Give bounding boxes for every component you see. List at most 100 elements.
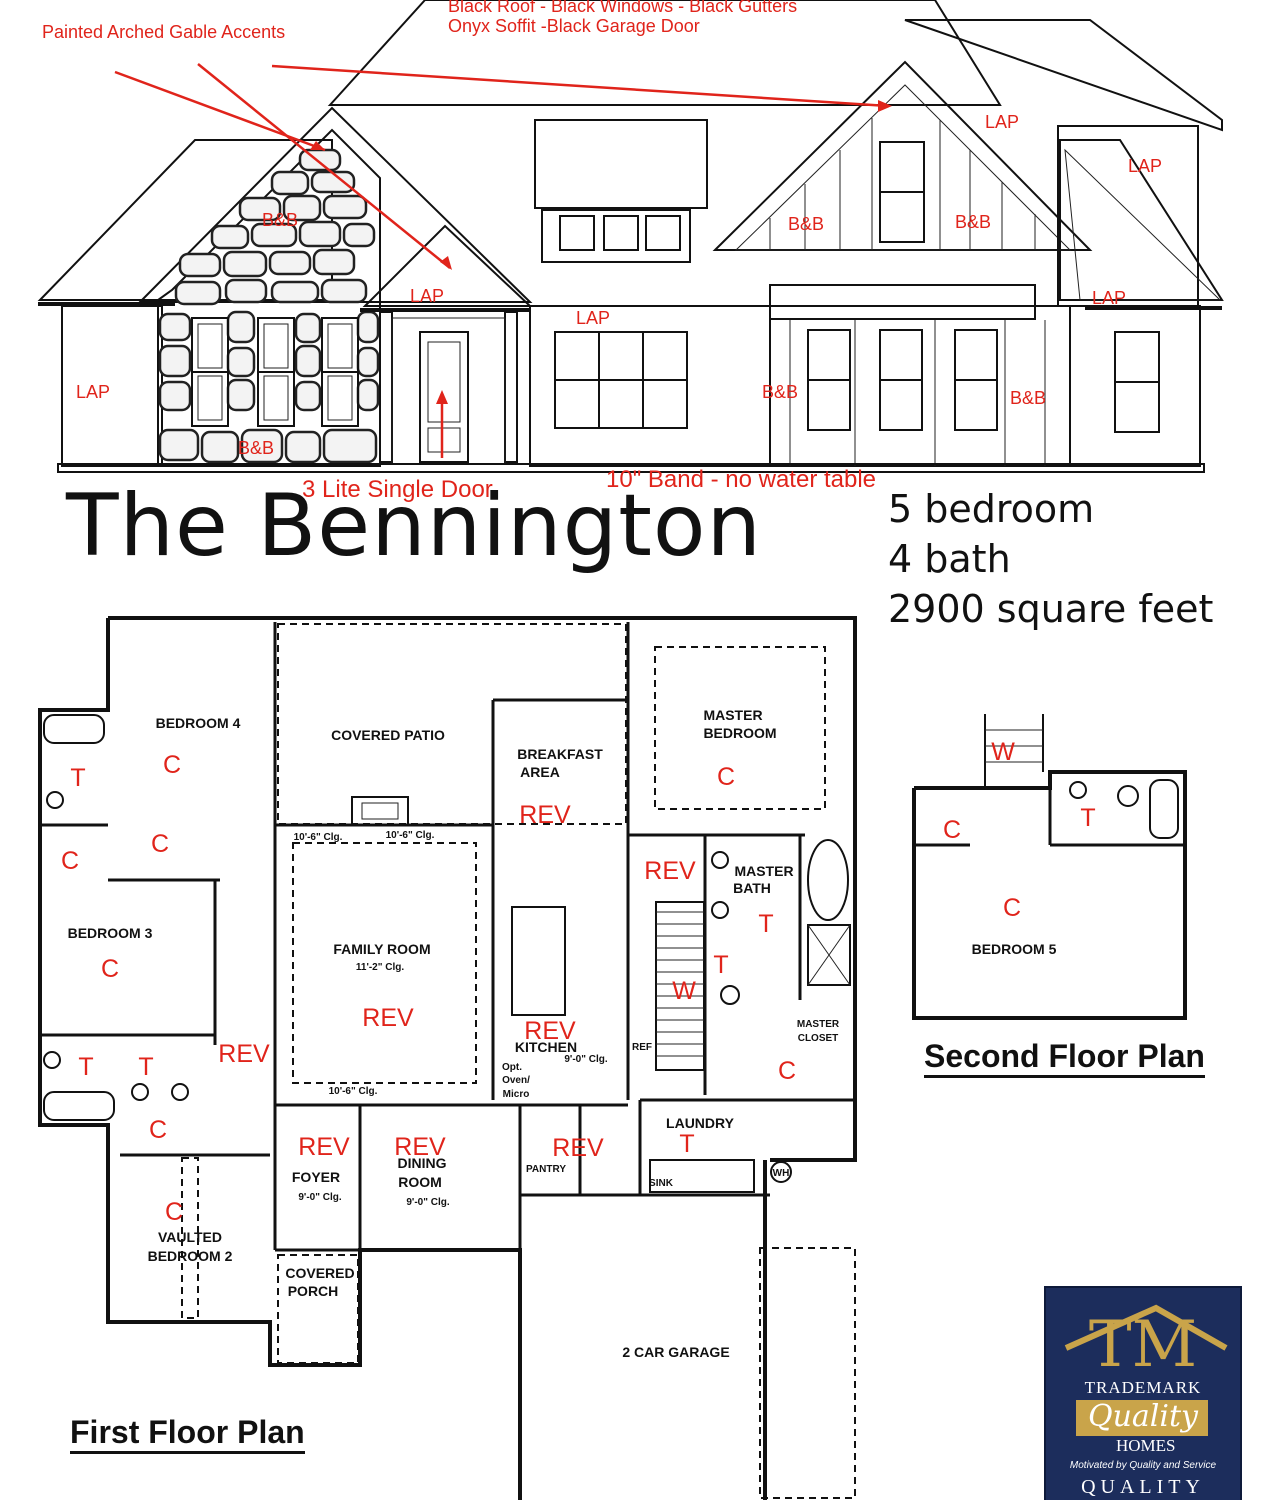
code-t: T — [78, 1053, 93, 1081]
room-label: AREA — [520, 764, 560, 780]
code-c: C — [149, 1116, 167, 1144]
kitchen-island — [511, 906, 566, 1016]
code-c: C — [778, 1057, 796, 1085]
logo-quality-caps: QUALITY — [1081, 1476, 1205, 1498]
materials-note-1: Black Roof - Black Windows - Black Gutte… — [448, 0, 798, 16]
code-t: T — [1080, 804, 1095, 832]
ceiling-note: 9'-0" Clg. — [564, 1054, 607, 1065]
code-w: W — [991, 738, 1015, 766]
bb-label: B&B — [762, 382, 798, 402]
room-label: BREAKFAST — [517, 746, 603, 762]
garage-door-outline — [759, 1247, 856, 1499]
logo-monogram: TM — [1088, 1308, 1198, 1382]
ceiling-note: 11'-2" Clg. — [356, 962, 404, 973]
center-dormer — [534, 119, 708, 263]
ceiling-note: 9'-0" Clg. — [298, 1192, 341, 1203]
family-room-coffer — [292, 842, 477, 1084]
bedroom-count: 5 bedroom — [888, 487, 1095, 531]
code-c: C — [943, 816, 961, 844]
room-label: LAUNDRY — [666, 1115, 735, 1131]
porch-gable — [362, 224, 533, 307]
code-c: C — [151, 830, 169, 858]
porch-beam — [769, 284, 1036, 320]
code-c: C — [1003, 894, 1021, 922]
plan-stats: 5 bedroom 4 bath 2900 square feet — [888, 484, 1213, 634]
appliance-note: Opt. — [502, 1062, 522, 1073]
code-rev: REV — [394, 1133, 446, 1161]
fireplace — [351, 796, 409, 826]
code-c: C — [717, 763, 735, 791]
room-label: PORCH — [288, 1283, 339, 1299]
master-coffer — [654, 646, 826, 810]
stone-windows — [191, 317, 359, 427]
bb-label: B&B — [955, 212, 991, 232]
siding-labels: LAP LAP B&B B&B B&B LAP LAP LAP LAP B&B … — [76, 112, 1162, 458]
door-note: 3 Lite Single Door — [302, 476, 493, 503]
lap-label: LAP — [1092, 288, 1126, 308]
code-c: C — [163, 751, 181, 779]
room-label: DINING — [398, 1155, 447, 1171]
logo-band — [1076, 1400, 1208, 1436]
room-label: BEDROOM 4 — [156, 715, 241, 731]
lap-label: LAP — [1128, 156, 1162, 176]
main-roof — [327, 0, 1002, 106]
bb-label: B&B — [1010, 388, 1046, 408]
code-rev: REV — [362, 1004, 414, 1032]
gable-accents-note: Painted Arched Gable Accents — [42, 22, 286, 42]
appliance-note: Oven/ — [502, 1075, 530, 1086]
code-w: W — [672, 977, 696, 1005]
house-roof-icon — [1064, 1304, 1228, 1351]
bath-count: 4 bath — [888, 537, 1011, 581]
trademark-quality-homes-logo: TM TRADEMARK Quality HOMES Motivated by … — [1044, 1286, 1242, 1500]
code-rev: REV — [519, 801, 571, 829]
code-c: C — [61, 847, 79, 875]
stone-gable — [157, 128, 381, 467]
lap-label: LAP — [410, 286, 444, 306]
room-label: CLOSET — [798, 1033, 839, 1044]
center-windows — [554, 331, 688, 429]
code-rev: REV — [644, 857, 696, 885]
room-label: BATH — [733, 880, 771, 896]
first-floor-label: First Floor Plan — [70, 1414, 305, 1454]
bb-label: B&B — [788, 214, 824, 234]
room-label: COVERED PATIO — [331, 727, 445, 743]
right-windows — [807, 329, 998, 431]
code-rev: REV — [552, 1134, 604, 1162]
room-label: ROOM — [398, 1174, 442, 1190]
materials-note-2: Onyx Soffit -Black Garage Door — [448, 16, 700, 36]
room-label: KITCHEN — [515, 1039, 577, 1055]
code-t: T — [70, 764, 85, 792]
appliance-note: SINK — [649, 1178, 674, 1189]
ground-band — [57, 463, 1205, 473]
stairs — [655, 901, 705, 1071]
appliance-note: WH — [773, 1168, 790, 1179]
room-label: VAULTED — [158, 1229, 222, 1245]
code-c: C — [101, 955, 119, 983]
room-label: BEDROOM 3 — [68, 925, 153, 941]
room-label: COVERED — [285, 1265, 354, 1281]
covered-porch-outline — [277, 1254, 359, 1364]
second-floor-walls — [912, 714, 1187, 1020]
appliance-note: Micro — [503, 1089, 530, 1100]
room-label: MASTER — [703, 707, 762, 723]
code-rev: REV — [524, 1017, 576, 1045]
room-label: BEDROOM 2 — [148, 1248, 233, 1264]
room-label: BEDROOM 5 — [972, 941, 1057, 957]
code-t: T — [758, 910, 773, 938]
second-floor-label: Second Floor Plan — [924, 1038, 1205, 1078]
logo-tagline: Motivated by Quality and Service — [1069, 1460, 1217, 1471]
laundry-machines — [649, 1159, 755, 1193]
code-t: T — [713, 951, 728, 979]
band-note: 10" Band - no water table — [606, 466, 877, 493]
room-label: MASTER — [797, 1019, 840, 1030]
bb-label: B&B — [262, 210, 298, 230]
center-wall — [529, 305, 771, 467]
upper-right-roof — [904, 19, 1223, 132]
annotation-arrows — [114, 63, 892, 458]
room-label: BEDROOM — [703, 725, 776, 741]
ceiling-note: 10'-6" Clg. — [329, 1086, 378, 1097]
logo-trademark: TRADEMARK — [1084, 1378, 1202, 1397]
room-label: FAMILY ROOM — [333, 941, 430, 957]
room-label: PANTRY — [526, 1164, 566, 1175]
